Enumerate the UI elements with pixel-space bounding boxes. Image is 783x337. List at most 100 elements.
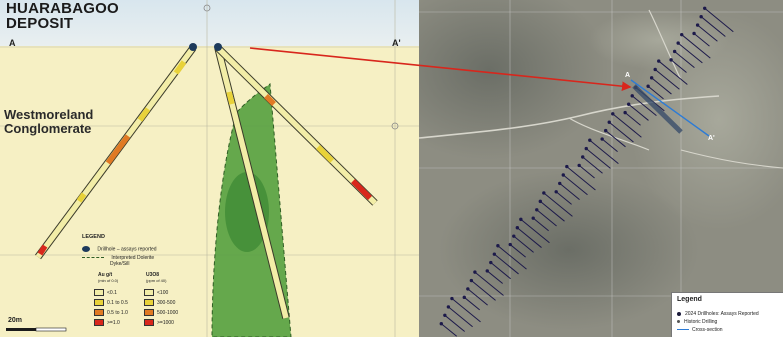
legend-au-class-label: >=1.0 xyxy=(107,319,120,326)
drill-trace xyxy=(612,113,642,138)
drill-collar xyxy=(672,49,677,54)
drill-collar xyxy=(626,102,631,106)
drill-trace xyxy=(578,165,595,179)
drill-trace xyxy=(697,24,718,42)
drill-trace xyxy=(654,69,680,90)
drill-collar xyxy=(446,305,451,309)
section-grid xyxy=(0,0,419,337)
drill-collar xyxy=(692,31,696,36)
drill-collar xyxy=(623,110,627,115)
drill-collar xyxy=(611,112,615,116)
drill-collar xyxy=(607,120,611,124)
drill-trace xyxy=(585,148,611,169)
drill-collar xyxy=(669,58,673,62)
collar-marker xyxy=(214,43,222,51)
drill-collar xyxy=(443,313,447,318)
drill-collar xyxy=(680,32,684,37)
legend-u-sub: (ppm of 40) xyxy=(146,278,167,283)
drill-trace xyxy=(647,85,664,100)
drill-collar xyxy=(485,269,489,273)
drill-collar xyxy=(649,76,654,80)
drill-trace xyxy=(562,174,588,196)
drill-trace xyxy=(589,139,619,165)
map-section-end: A' xyxy=(708,135,715,142)
collar-symbol xyxy=(82,246,90,252)
track xyxy=(680,149,783,169)
drill-trace xyxy=(463,296,480,311)
assay-interval xyxy=(226,91,235,105)
assay-drillhole-symbol xyxy=(677,311,681,316)
cross-section-line xyxy=(630,79,710,137)
legend-au-class: 0.5 to 1.0 xyxy=(94,309,128,316)
legend-u-class: <100 xyxy=(144,289,168,296)
drill-collar xyxy=(600,137,604,141)
drill-trace xyxy=(658,60,688,85)
drill-collar xyxy=(603,128,608,133)
drill-trace xyxy=(566,166,596,191)
drill-collar xyxy=(577,163,581,168)
legend-au-class-label: 0.1 to 0.5 xyxy=(107,299,128,306)
drill-collar xyxy=(695,23,700,27)
drill-trace xyxy=(532,217,549,232)
legend-heading: LEGEND xyxy=(82,234,105,240)
cross-section-panel: HUARABAGOO DEPOSIT Westmoreland Conglome… xyxy=(0,0,419,337)
aerial-map-panel: A A' Legend 2024 Drillholes: Assays Repo… xyxy=(419,0,783,337)
drillhole-se xyxy=(214,43,378,206)
map-legend-label: Cross-section xyxy=(692,327,723,333)
drill-trace xyxy=(601,138,618,153)
collar-marker xyxy=(189,43,197,51)
legend-dolerite-line-1: Interpreted Dolerite xyxy=(111,255,155,261)
drill-trace xyxy=(536,209,557,227)
cross-section-symbol xyxy=(677,329,689,331)
drill-trace xyxy=(559,183,580,200)
drill-trace xyxy=(448,306,473,328)
drill-trace xyxy=(440,323,458,337)
map-legend-item: Historic Drilling xyxy=(677,319,717,325)
scale-bar-dark xyxy=(6,328,36,331)
drill-trace xyxy=(467,288,488,306)
historic-drill-symbol xyxy=(677,320,680,324)
drill-trace xyxy=(582,156,603,174)
scale-bar-light xyxy=(35,327,67,332)
legend-u-class: 300-500 xyxy=(144,299,175,306)
drill-collar xyxy=(450,296,454,301)
formation-line-1: Westmoreland xyxy=(4,107,94,122)
section-drillholes xyxy=(632,84,683,134)
grade-swatch xyxy=(94,309,104,316)
drill-trace xyxy=(509,244,526,258)
legend-drillhole: Drillhole – assays reported xyxy=(82,246,157,252)
drill-collar xyxy=(646,84,650,88)
track xyxy=(648,9,682,81)
legend-u-heading: U3O8 xyxy=(146,272,160,278)
drill-trace xyxy=(624,112,641,126)
section-legend: LEGEND Drillhole – assays reported Inter… xyxy=(82,234,232,334)
drill-collar xyxy=(439,322,443,326)
assay-interval xyxy=(264,94,276,106)
drill-collar xyxy=(489,260,493,265)
legend-u-class: >=1000 xyxy=(144,319,174,326)
deposit-title: HUARABAGOO DEPOSIT xyxy=(6,1,119,31)
scale-bar xyxy=(6,327,67,332)
grid-marker xyxy=(203,4,211,12)
drill-trace xyxy=(704,7,734,33)
drill-collar xyxy=(462,295,466,300)
formation-line-2: Conglomerate xyxy=(4,121,92,136)
map-legend-heading: Legend xyxy=(677,296,702,303)
drill-trace xyxy=(444,314,465,332)
formation-label: Westmoreland Conglomerate xyxy=(4,108,93,136)
drill-collar xyxy=(542,191,546,195)
drill-collar xyxy=(558,181,562,186)
grid-marker xyxy=(391,122,399,130)
drill-collar xyxy=(508,242,512,247)
assay-interval xyxy=(351,179,372,200)
dolerite-symbol xyxy=(82,257,104,259)
track xyxy=(568,117,650,151)
legend-au-class: <0.1 xyxy=(94,289,117,296)
drill-collar xyxy=(584,146,588,151)
assay-interval xyxy=(316,145,334,163)
drill-trace xyxy=(471,280,496,301)
legend-au-class: 0.1 to 0.5 xyxy=(94,299,128,306)
track xyxy=(419,95,720,139)
legend-au-class: >=1.0 xyxy=(94,319,120,326)
